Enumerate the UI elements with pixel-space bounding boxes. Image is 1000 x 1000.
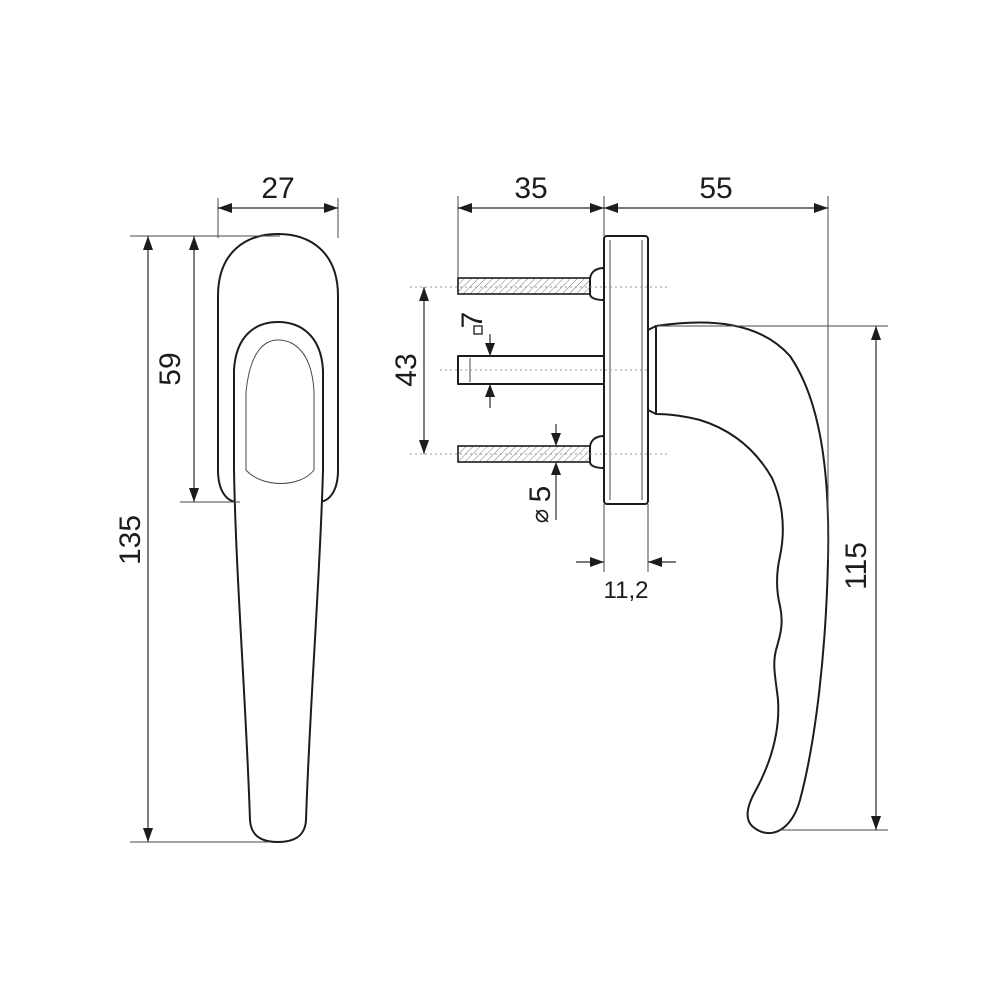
dim-spindle-length: 35 — [514, 172, 547, 205]
side-view: 35 55 43 7 ⌀ 5 11,2 — [390, 172, 888, 835]
dim-front-width: 27 — [261, 172, 294, 205]
dim-handle-length: 115 — [840, 542, 873, 590]
dim-front-total-height: 135 — [114, 515, 147, 565]
dim-screw-diameter-symbol: ⌀ — [527, 509, 554, 523]
upper-screw-pin — [457, 277, 593, 295]
side-handle-neck — [647, 325, 657, 415]
dim-front-rosette-height: 59 — [154, 352, 187, 385]
side-handle-lever — [655, 321, 830, 835]
dim-spindle-square: 7 — [456, 312, 489, 329]
upper-screw-head — [589, 267, 605, 301]
dim-screw-spacing: 43 — [390, 353, 423, 386]
front-view: 27 59 135 — [114, 172, 339, 843]
front-rosette-outline — [217, 233, 339, 503]
dim-screw-diameter: 5 — [524, 486, 557, 503]
dim-rosette-thickness: 11,2 — [604, 577, 649, 604]
dim-handle-projection: 55 — [699, 172, 732, 205]
front-handle-lever — [233, 321, 324, 843]
lower-screw-head — [589, 435, 605, 469]
front-handle-cap-contour — [245, 339, 315, 484]
